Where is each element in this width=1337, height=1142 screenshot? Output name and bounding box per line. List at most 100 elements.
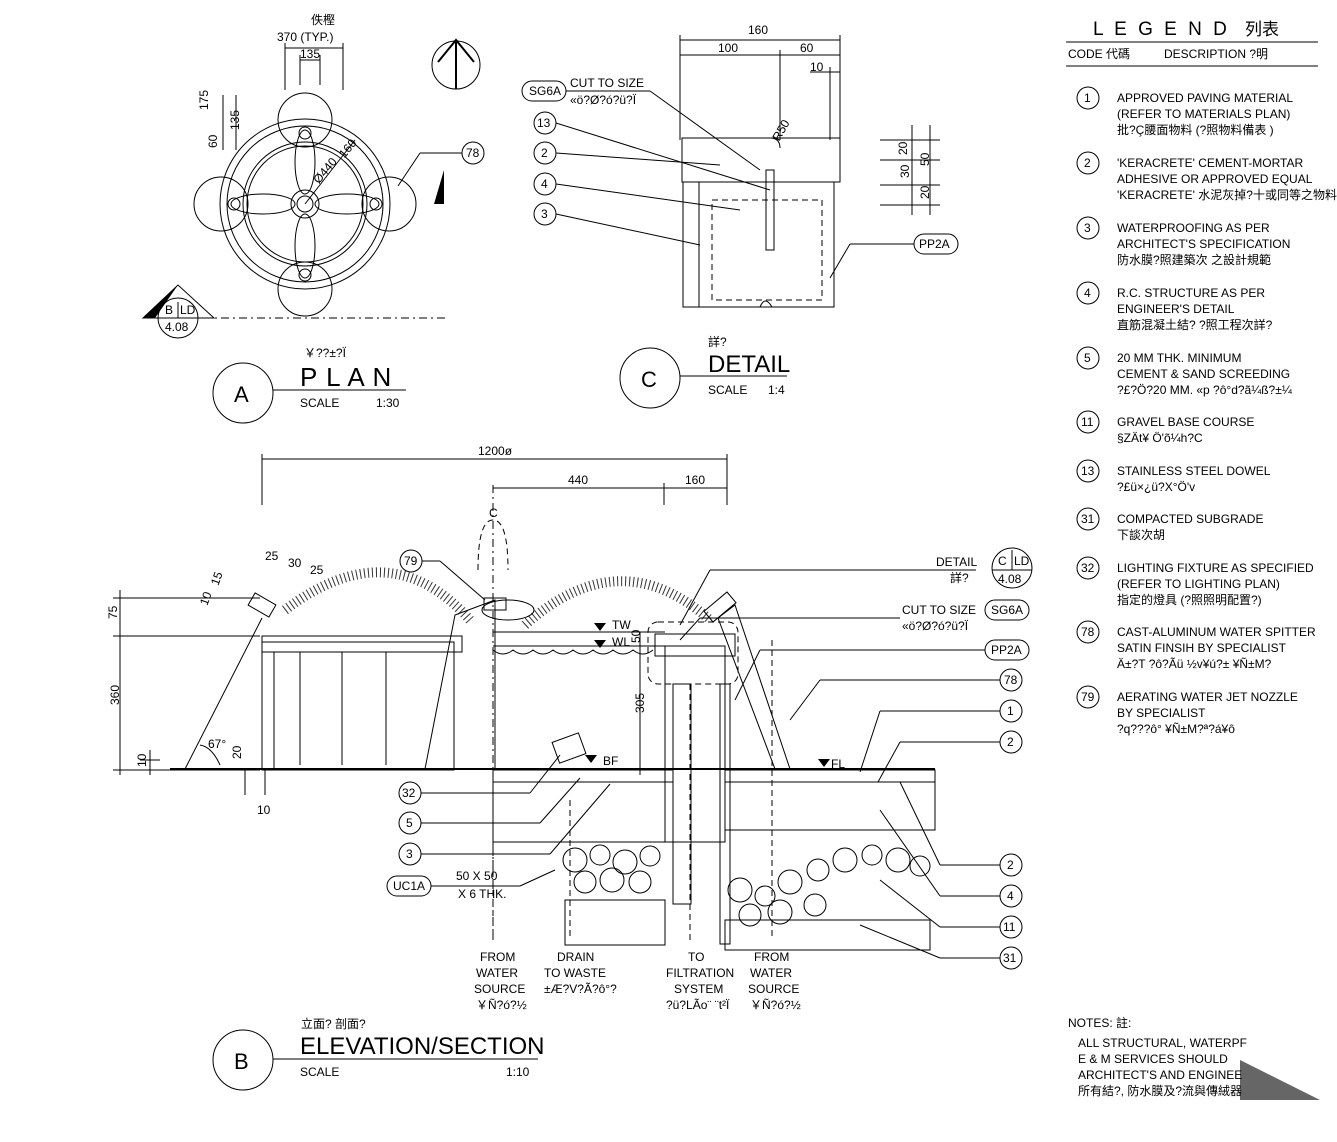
legend-description-line: ?£?Ö?20 MM. «p ?ô°d?ã¼ß?±¼ [1117, 383, 1293, 397]
legend-description-line: ?q???ô° ¥Ñ±M?ª?á¥ô [1117, 722, 1235, 736]
detail-title-cn: 詳? [708, 334, 727, 349]
legend-code: 32 [1081, 561, 1095, 575]
detail-letter: C [641, 367, 657, 392]
elev-tag-2a: 2 [1007, 735, 1014, 749]
detail-dim-30: 30 [898, 164, 912, 178]
detail-r50: R50 [769, 117, 792, 143]
plan-section-letter: B [165, 303, 173, 317]
legend-description-line: BY SPECIALIST [1117, 706, 1206, 720]
legend-description-line: COMPACTED SUBGRADE [1117, 512, 1263, 526]
detail-dim-160: 160 [748, 23, 768, 37]
detail-dim-100: 100 [718, 41, 738, 55]
detail-cut-to-size: CUT TO SIZE [570, 76, 644, 90]
pipe-4-l1: FROM [754, 950, 789, 964]
elev-tag-uc1a: UC1A [393, 879, 425, 893]
legend-description-line: Ä±?T ?ô?Ãü ½v¥ú?± ¥Ñ±M? [1117, 657, 1272, 671]
detail-dim-20a: 20 [896, 141, 910, 155]
legend-description-line: WATERPROOFING AS PER [1117, 221, 1270, 235]
plan-scale-value: 1:30 [376, 396, 400, 410]
legend-col-code: CODE 代碼 [1068, 47, 1130, 61]
plan-section-sheet: LD [180, 303, 196, 317]
plan-dim-175: 175 [197, 90, 211, 110]
legend-items: 1 APPROVED PAVING MATERIAL (REFER TO MATER… [1076, 86, 1337, 736]
legend-code: 1 [1084, 91, 1091, 105]
detail-dim-50: 50 [918, 152, 932, 166]
legend-title: L E G E N D [1093, 19, 1230, 40]
elev-dim-75: 75 [106, 605, 120, 619]
elev-tag-sg6a: SG6A [991, 603, 1023, 617]
elev-uc1a-l1: 50 X 50 [456, 869, 498, 883]
legend-description-line: SATIN FINSIH BY SPECIALIST [1117, 641, 1287, 655]
legend-description-line: 'KERACRETE' 水泥灰掉?十或同等之物料 [1117, 188, 1337, 202]
elev-tag-4: 4 [1007, 889, 1014, 903]
elev-dim-15: 15 [208, 570, 226, 588]
legend-code: 4 [1084, 286, 1091, 300]
legend-code-circle [1076, 459, 1100, 483]
elev-detail-sheet: LD [1014, 554, 1030, 568]
plan-title-cn: ￥??±?Ï [304, 346, 347, 360]
legend-col-desc: DESCRIPTION ?明 [1164, 47, 1268, 61]
legend-description-line: LIGHTING FIXTURE AS SPECIFIED [1117, 561, 1314, 575]
plan-dim-60: 60 [206, 134, 220, 148]
legend-code-circle [1076, 216, 1100, 240]
elev-detail-ref-cn: 詳? [950, 570, 969, 585]
plan-dim-135v: 135 [228, 110, 242, 130]
elev-dim-10a: 10 [135, 753, 149, 767]
legend-description-line: ?£ü×¿ü?X°Ö'v [1117, 480, 1195, 494]
detail-tag-4: 4 [541, 177, 548, 191]
legend-description-line: APPROVED PAVING MATERIAL [1117, 91, 1293, 105]
elev-dim-30: 30 [288, 556, 302, 570]
detail-tag-pp2a: PP2A [919, 237, 950, 251]
pipe-2-l3: ±Æ?V?Ã?ô°? [544, 982, 617, 996]
detail-tag-2: 2 [541, 146, 548, 160]
elev-dim-360: 360 [108, 685, 122, 705]
elev-dim-440: 440 [568, 473, 588, 487]
elev-cut-to-size-cn: «ö?Ø?ó?ü?Ï [902, 619, 969, 633]
detail-dim-10: 10 [810, 60, 824, 74]
elev-dim-305: 305 [633, 693, 647, 713]
elev-fl: FL [831, 757, 845, 771]
elev-tag-3: 3 [406, 847, 413, 861]
legend-description-line: STAINLESS STEEL DOWEL [1117, 464, 1271, 478]
pipe-3-l4: ?ü?LÃo¨ ¨t²Ï [666, 998, 730, 1012]
elev-detail-ref: DETAIL [936, 555, 977, 569]
detail-tag-13: 13 [537, 116, 551, 130]
elev-letter: B [234, 1049, 249, 1074]
elev-detail-num: 4.08 [998, 572, 1022, 586]
legend-code-circle [1076, 620, 1100, 644]
pipe-3-l1: TO [688, 950, 704, 964]
detail-view: 160 100 60 10 SG6A CUT TO SIZE «ö?Ø?ó?ü?… [521, 23, 959, 409]
elev-tag-11: 11 [1003, 920, 1016, 934]
legend-code: 2 [1084, 156, 1091, 170]
elev-scale-value: 1:10 [506, 1065, 530, 1079]
legend-code-circle [1076, 556, 1100, 580]
elev-title: ELEVATION/SECTION [300, 1033, 545, 1060]
plan-dim-cn: 佚樫 [311, 12, 335, 27]
detail-dim-20b: 20 [918, 185, 932, 199]
legend: L E G E N D 列表 CODE 代碼 DESCRIPTION ?明 [1066, 19, 1318, 67]
elev-dim-10b: 10 [257, 803, 271, 817]
elev-tag-78: 78 [1004, 673, 1018, 687]
plan-letter: A [234, 382, 250, 407]
legend-description-line: (REFER TO MATERIALS PLAN) [1117, 107, 1290, 121]
detail-scale-value: 1:4 [768, 383, 785, 397]
notes-line-3: ARCHITECT'S AND ENGINEE [1078, 1068, 1242, 1082]
legend-title-cn: 列表 [1245, 20, 1279, 39]
plan-view: 佚樫 370 (TYP.) 135 175 60 135 Ø440 160 78 [141, 12, 485, 424]
legend-description-line: 20 MM THK. MINIMUM [1117, 351, 1241, 365]
pipe-1-l4: ￥Ñ?ó?½ [476, 998, 527, 1012]
elev-title-cn: 立面? 剖面? [301, 1016, 366, 1031]
legend-code-circle [1076, 410, 1100, 434]
elev-dim-67: 67° [208, 737, 226, 751]
plan-scale-label: SCALE [300, 396, 339, 410]
legend-code: 78 [1081, 625, 1095, 639]
pipe-1-l1: FROM [480, 950, 515, 964]
notes: NOTES: 註: ALL STRUCTURAL, WATERPF E & M … [1068, 1016, 1320, 1100]
elev-dim-25a: 25 [265, 549, 279, 563]
elev-tag-31: 31 [1003, 951, 1017, 965]
legend-description-line: (REFER TO LIGHTING PLAN) [1117, 577, 1280, 591]
legend-code: 3 [1084, 221, 1091, 235]
elev-dim-1200: 1200ø [478, 444, 513, 458]
legend-code: 79 [1081, 690, 1095, 704]
legend-code: 31 [1081, 512, 1095, 526]
